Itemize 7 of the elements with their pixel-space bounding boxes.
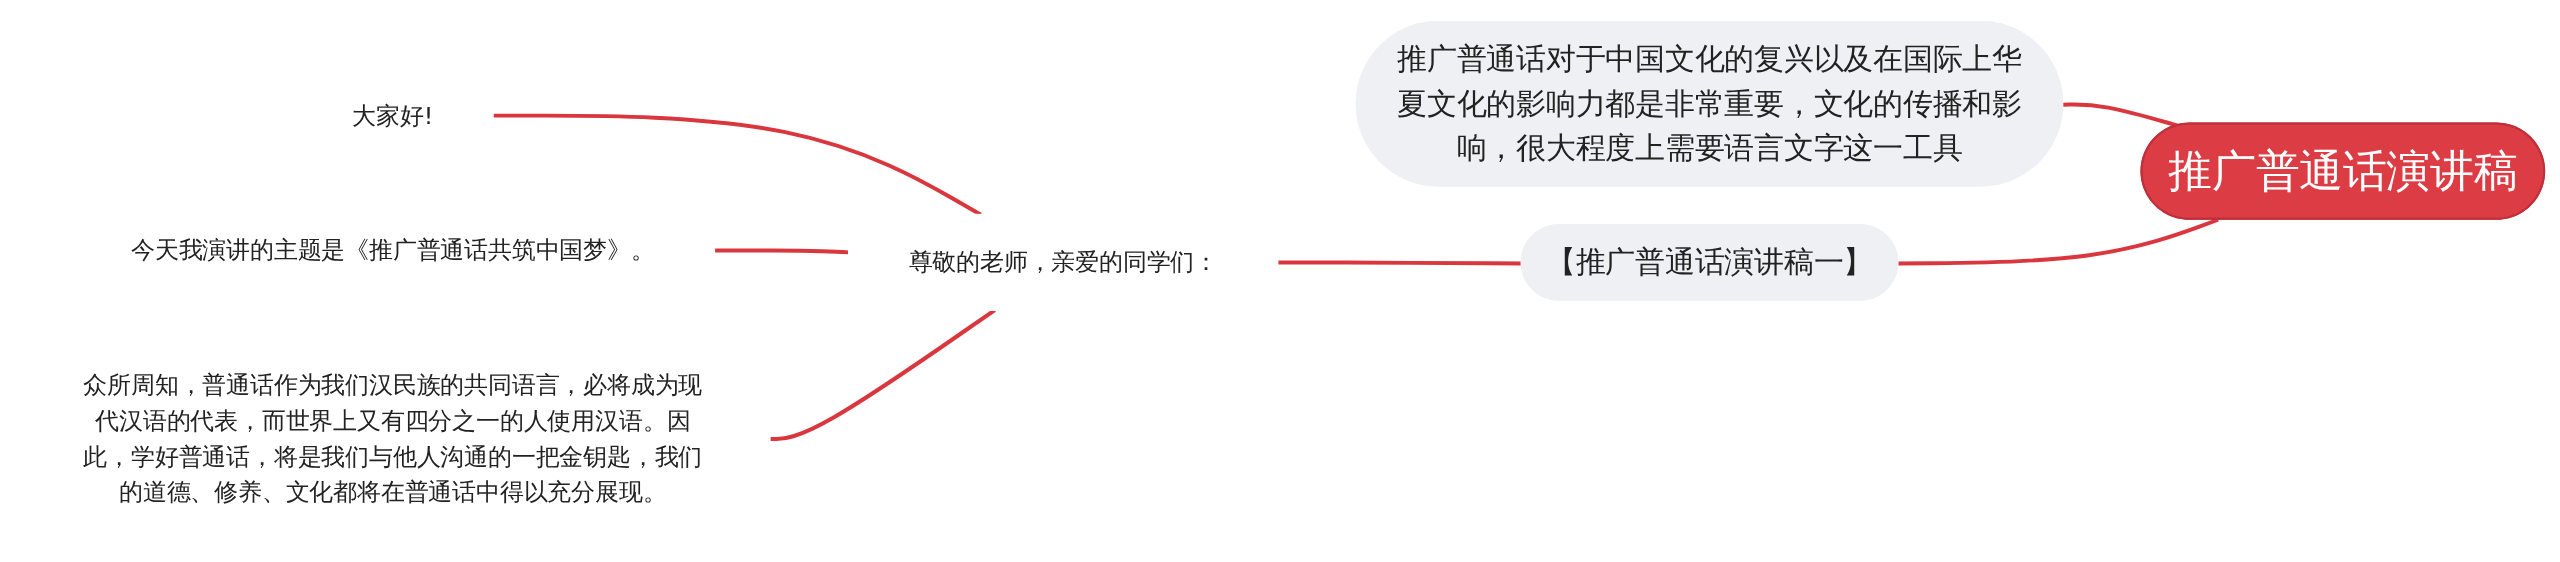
node-text: 众所周知，普通话作为我们汉民族的共同语言，必将成为现代汉语的代表，而世界上又有四分之一的人使用汉语。因此，学好普通话，将是我们与他人沟通的一把金钥匙，我们的道德、修养、文化都将在普通话中得以充分展现。	[83, 371, 703, 507]
node-text: 大家好!	[352, 101, 434, 130]
connector	[1898, 217, 2219, 266]
node-text: 尊敬的老师，亲爱的同学们：	[908, 248, 1218, 277]
node-text: 今天我演讲的主题是《推广普通话共筑中国梦》。	[130, 236, 655, 265]
connector	[2063, 102, 2180, 128]
connector	[714, 248, 850, 255]
